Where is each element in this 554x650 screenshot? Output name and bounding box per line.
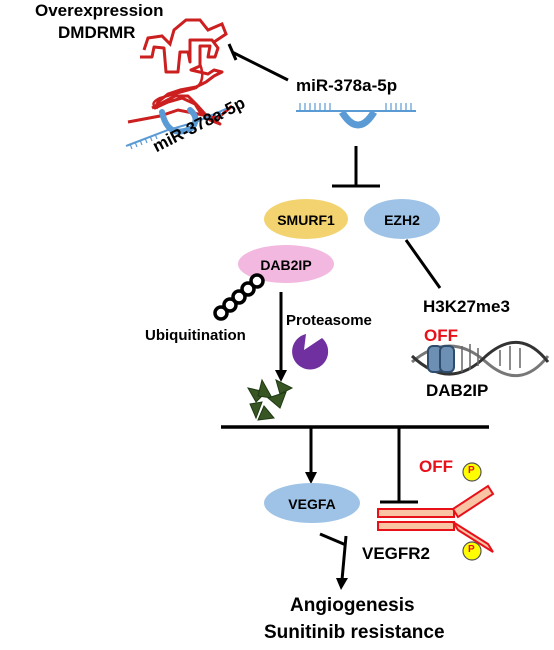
dab2ip-protein-label: DAB2IP [260,257,312,273]
vegfr2-to-outcome-line [340,535,348,581]
vegfr2-binding-line [319,532,347,547]
vegfa-label: VEGFA [288,496,336,512]
dmdrmr-lncrna-structure [140,38,224,126]
proteasome-label: Proteasome [286,312,372,329]
sponged-mirna-loop [159,107,199,135]
proteasome-shape [292,334,329,370]
outcome-sunitinib-resistance: Sunitinib resistance [264,622,445,643]
ezh2-h3k27me3-line [404,239,442,289]
h3k27me3-label: H3K27me3 [423,297,510,316]
outcome-angiogenesis: Angiogenesis [290,595,415,616]
free-mirna-label: miR-378a-5p [296,76,398,95]
phospho-groups [462,462,482,561]
sponged-mirna-ticks [129,111,223,150]
vegfa-arrow-head [305,472,317,484]
dab2ip-oval [238,245,334,283]
overexpression-label: Overexpression [35,1,164,20]
chromatin-off-label: OFF [424,326,458,345]
ubiquitin-chain [213,273,265,321]
vegfa-oval [264,483,360,523]
vegfr2-label: VEGFR2 [362,544,431,563]
smurf1-label: SMURF1 [277,212,335,228]
inhibit-dmdrmr-mirna-bar [227,43,238,61]
dmdrmr-label: DMDRMR [58,23,136,42]
dmdrmr-hairpin [142,18,228,51]
dmdrmr-tail [152,63,204,110]
dab2ip-gene-label: DAB2IP [426,381,489,400]
free-mirna-loop [339,110,377,129]
phospho-top-label: P [468,465,475,476]
receptor-off-label: OFF [419,457,453,476]
ezh2-oval [364,199,440,239]
ezh2-label: EZH2 [384,212,420,228]
degraded-fragments [247,378,294,421]
smurf1-oval [264,199,348,239]
free-mirna-ticks [299,103,412,111]
nucleosome-dna [410,341,550,377]
ubiquitination-label: Ubiquitination [145,327,246,344]
degradation-arrow-head [275,370,287,382]
vegfr2-receptor [377,484,495,553]
outcome-arrow-head [336,578,348,590]
inhibit-dmdrmr-mirna-line [231,50,289,82]
phospho-bottom-label: P [468,544,475,555]
sponged-mirna-backbone [125,107,229,147]
